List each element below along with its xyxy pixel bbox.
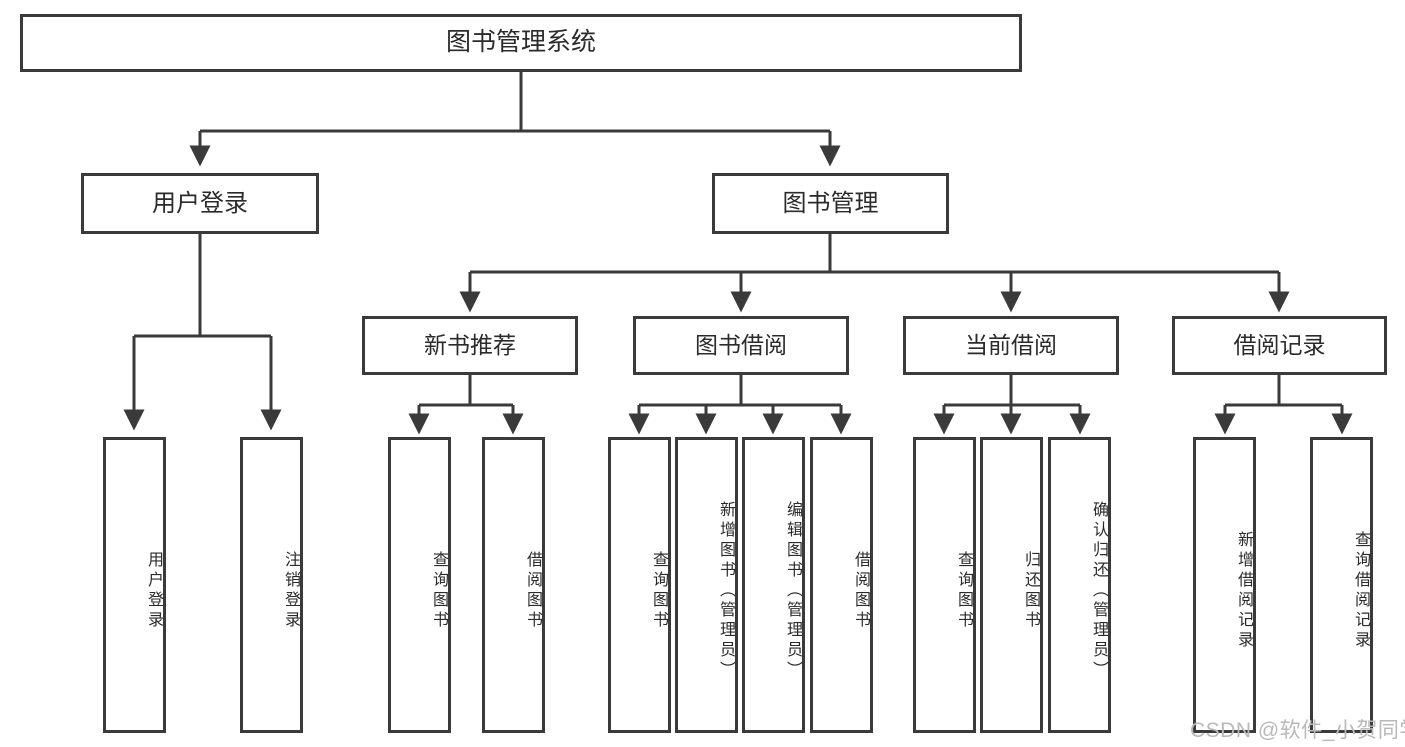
leaf-book-borrow-borrow[interactable]: 借阅图书	[810, 437, 873, 733]
leaf-current-borrow-return[interactable]: 归还图书	[980, 437, 1043, 733]
leaf-label: 归还图书	[1022, 551, 1039, 631]
leaf-label: 查询图书	[955, 551, 972, 631]
node-root-label: 图书管理系统	[445, 28, 596, 57]
csdn-watermark: CSDN @软件_小贺同学	[1190, 719, 1405, 742]
leaf-current-borrow-confirm-return[interactable]: 确认归还（管理员）	[1048, 437, 1111, 733]
leaf-book-borrow-add[interactable]: 新增图书（管理员）	[675, 437, 738, 733]
leaf-new-book-borrow[interactable]: 借阅图书	[482, 437, 545, 733]
leaf-book-borrow-query[interactable]: 查询图书	[608, 437, 671, 733]
leaf-label: 确认归还（管理员）	[1090, 501, 1107, 681]
node-book-manage-label: 图书管理	[782, 189, 879, 217]
node-current-borrow[interactable]: 当前借阅	[903, 316, 1119, 375]
leaf-label: 查询图书	[650, 551, 667, 631]
node-borrow-record-label: 借阅记录	[1233, 332, 1326, 359]
leaf-label: 查询图书	[430, 551, 447, 631]
leaf-current-borrow-query[interactable]: 查询图书	[913, 437, 976, 733]
leaf-borrow-record-add[interactable]: 新增借阅记录	[1193, 437, 1256, 733]
node-root[interactable]: 图书管理系统	[20, 14, 1022, 72]
node-book-manage[interactable]: 图书管理	[712, 173, 949, 234]
leaf-book-borrow-edit[interactable]: 编辑图书（管理员）	[742, 437, 805, 733]
leaf-label: 查询借阅记录	[1352, 531, 1369, 651]
node-borrow-record[interactable]: 借阅记录	[1172, 316, 1387, 375]
node-current-borrow-label: 当前借阅	[965, 332, 1057, 359]
leaf-new-book-query[interactable]: 查询图书	[388, 437, 451, 733]
leaf-label: 新增图书（管理员）	[717, 501, 734, 681]
node-book-borrow[interactable]: 图书借阅	[633, 316, 849, 375]
leaf-borrow-record-query[interactable]: 查询借阅记录	[1310, 437, 1373, 733]
node-user-login[interactable]: 用户登录	[81, 173, 319, 234]
leaf-label: 借阅图书	[852, 551, 869, 631]
node-book-borrow-label: 图书借阅	[695, 332, 787, 359]
leaf-label: 新增借阅记录	[1235, 531, 1252, 651]
node-user-login-label: 用户登录	[152, 189, 248, 217]
node-new-book-recommend[interactable]: 新书推荐	[362, 316, 578, 375]
leaf-label: 编辑图书（管理员）	[784, 501, 801, 681]
leaf-label: 借阅图书	[524, 551, 541, 631]
leaf-label: 用户登录	[145, 551, 162, 631]
node-new-book-recommend-label: 新书推荐	[424, 332, 516, 359]
leaf-user-login-logout[interactable]: 注销登录	[240, 437, 303, 733]
leaf-user-login-login[interactable]: 用户登录	[103, 437, 166, 733]
leaf-label: 注销登录	[282, 551, 299, 631]
